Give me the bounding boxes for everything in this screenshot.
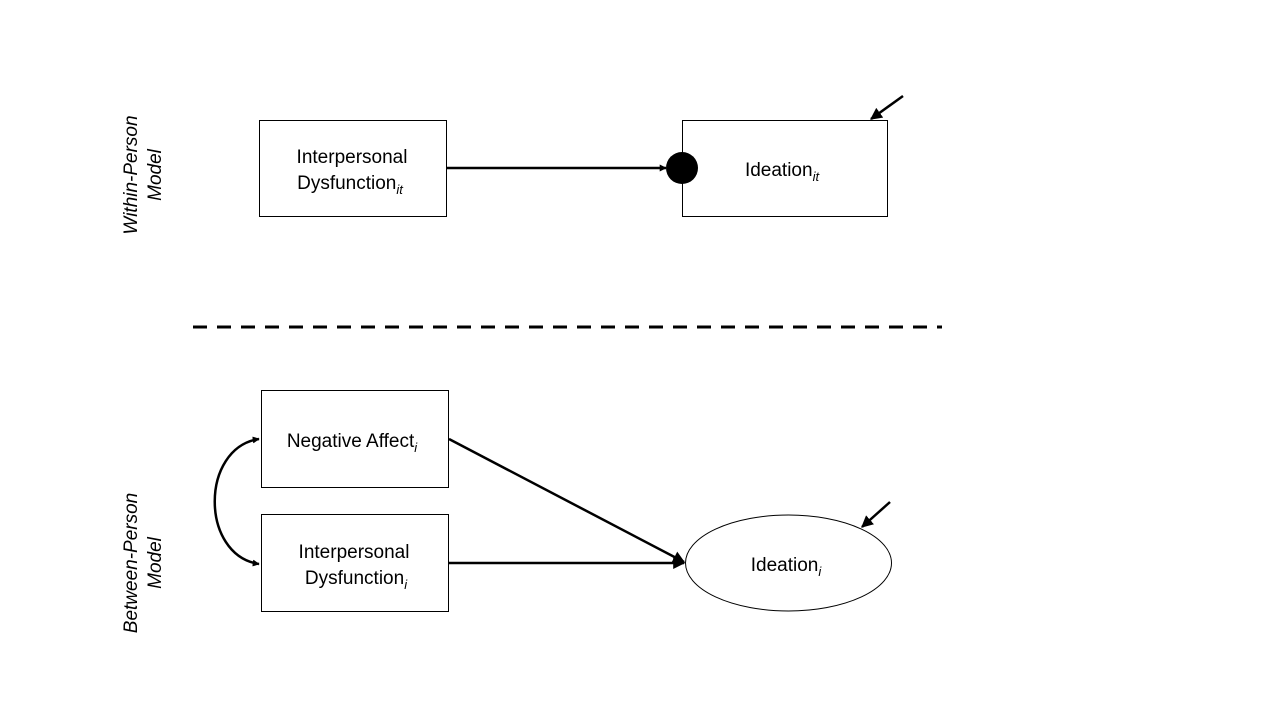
- within-predictor-label-text: Dysfunction: [297, 173, 396, 194]
- between-predictor-label-line1: Interpersonal: [299, 542, 410, 563]
- within-predictor-label-line2: Dysfunctionit: [297, 173, 404, 197]
- within-person-section: Within-Person Model Interpersonal Dysfun…: [121, 94, 904, 235]
- within-side-label-line2: Model: [145, 148, 166, 201]
- covariance-curve: [213, 436, 260, 567]
- between-side-label-line2: Model: [145, 536, 166, 589]
- within-residual-arrow: [870, 94, 904, 121]
- negative-affect-subscript: i: [414, 440, 418, 455]
- between-side-label-line1: Between-Person: [121, 493, 142, 633]
- within-predictor-label-line1: Interpersonal: [297, 147, 408, 168]
- within-outcome-box: [682, 120, 888, 217]
- between-outcome-ellipse: [685, 514, 892, 612]
- between-predictor-subscript: i: [404, 577, 408, 592]
- between-outcome-subscript: i: [818, 564, 822, 579]
- within-predictor-subscript: it: [396, 182, 404, 197]
- between-residual-arrow: [861, 501, 891, 528]
- between-outcome-label: Ideationi: [751, 555, 823, 579]
- within-outcome-label-text: Ideation: [745, 160, 813, 181]
- random-slope-dot: [666, 152, 698, 184]
- within-outcome-subscript: it: [813, 169, 821, 184]
- negative-affect-box: [261, 390, 449, 488]
- negative-affect-label-text: Negative Affect: [287, 431, 415, 452]
- negative-affect-label: Negative Affecti: [287, 431, 418, 455]
- between-person-section: Between-Person Model Negative Affecti In…: [121, 390, 892, 633]
- between-predictor-label-text: Dysfunction: [305, 568, 404, 589]
- between-predictor-box: [261, 514, 449, 612]
- affect-to-ideation-arrow: [448, 437, 686, 564]
- within-side-label-line1: Within-Person: [121, 115, 142, 234]
- within-outcome-label: Ideationit: [745, 160, 821, 184]
- between-outcome-label-text: Ideation: [751, 555, 819, 576]
- between-predictor-label-line2: Dysfunctioni: [305, 568, 408, 592]
- within-predictor-box: [259, 120, 447, 217]
